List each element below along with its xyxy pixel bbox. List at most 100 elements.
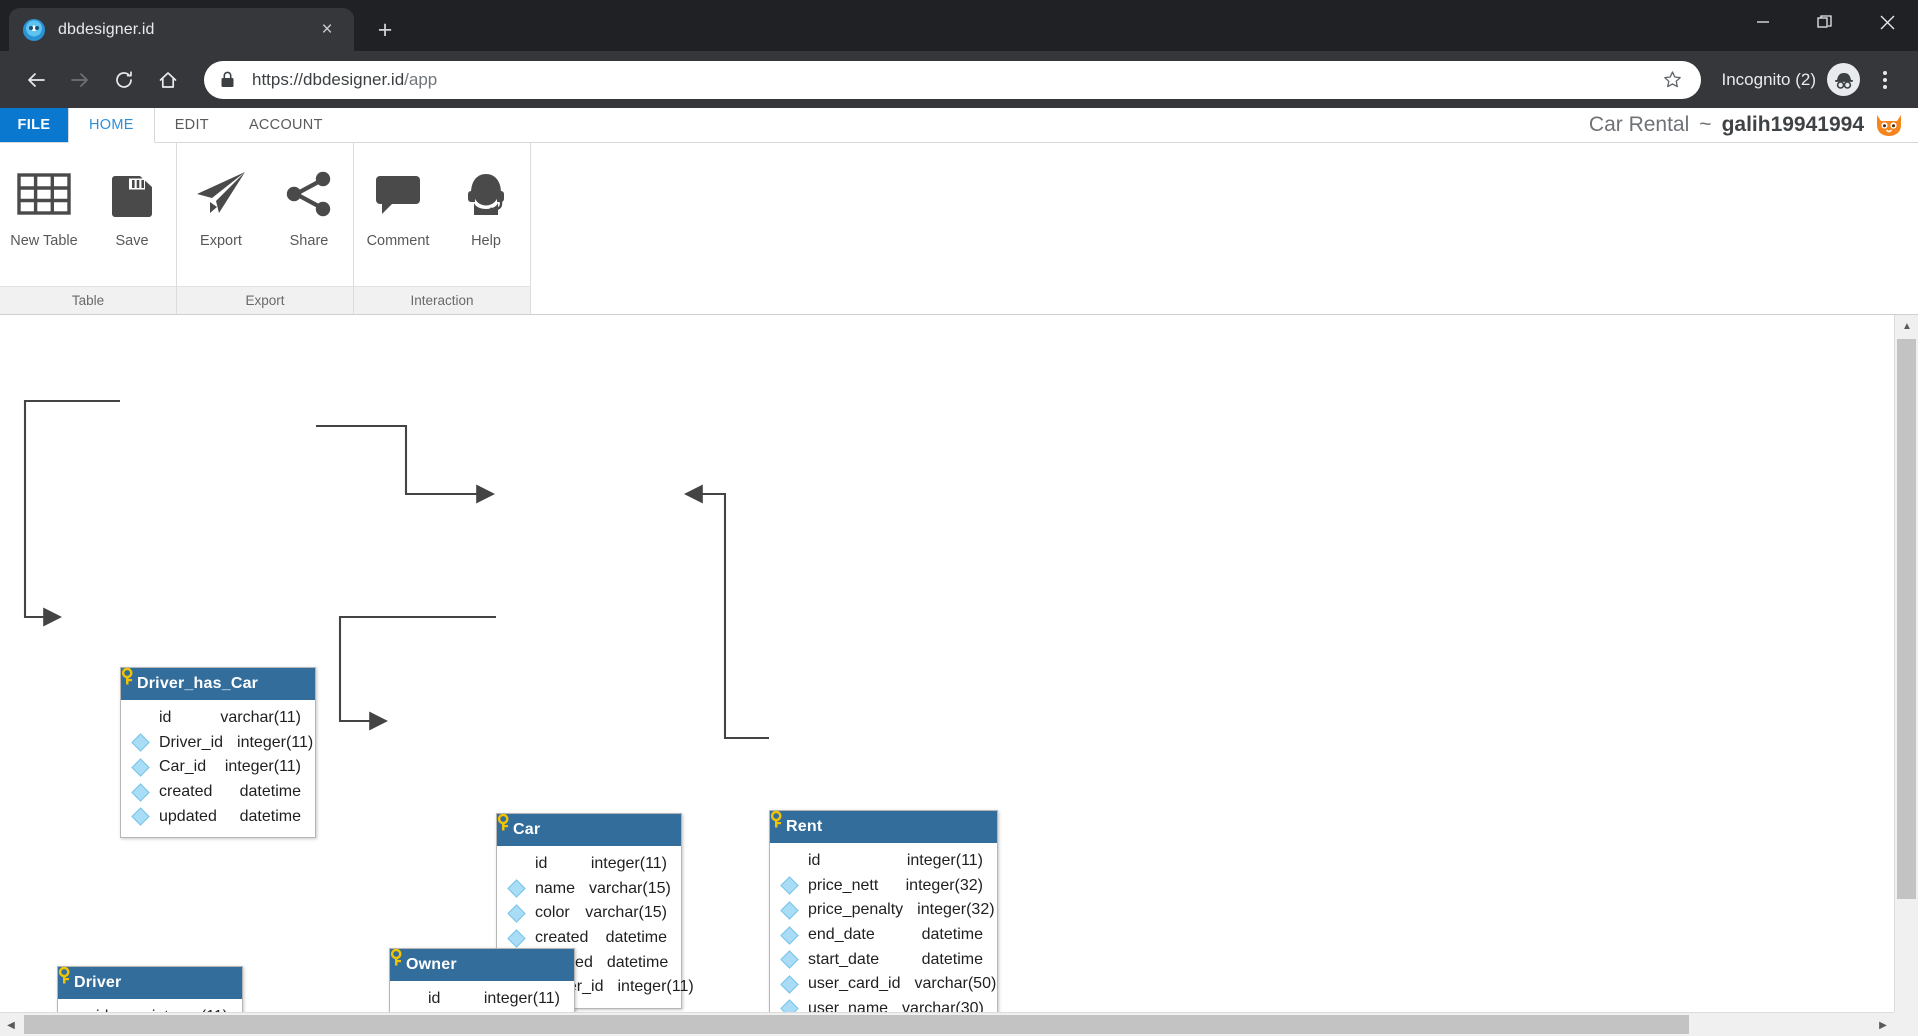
er-field-type: datetime bbox=[921, 950, 983, 968]
paper-plane-icon bbox=[192, 165, 250, 223]
browser-tab[interactable]: dbdesigner.id × bbox=[9, 8, 354, 51]
incognito-hat-icon[interactable] bbox=[1827, 63, 1860, 96]
close-window-icon[interactable] bbox=[1856, 0, 1918, 44]
ribbon-toolbar: New Table Save Table bbox=[0, 143, 1918, 315]
field-icon bbox=[780, 950, 799, 969]
minimize-window-icon[interactable] bbox=[1732, 0, 1794, 44]
forward-arrow-icon[interactable] bbox=[58, 58, 102, 102]
browser-menu-icon[interactable] bbox=[1866, 60, 1904, 100]
address-bar[interactable]: https://dbdesigner.id/app bbox=[204, 60, 1701, 99]
vertical-scroll-thumb[interactable] bbox=[1897, 339, 1916, 899]
document-title-bar: Car Rental ~ galih19941994 bbox=[1589, 108, 1918, 142]
ribbon-group-table: New Table Save Table bbox=[0, 143, 177, 314]
dbdesigner-app: FILE HOME EDIT ACCOUNT Car Rental ~ gali… bbox=[0, 108, 1918, 1036]
field-icon bbox=[131, 758, 150, 777]
share-label: Share bbox=[289, 233, 329, 249]
relation-driverhascar-driver bbox=[23, 399, 120, 627]
er-field-name: id bbox=[808, 852, 821, 870]
close-tab-icon[interactable]: × bbox=[321, 19, 333, 40]
comment-button[interactable]: Comment bbox=[354, 159, 442, 249]
secure-lock-icon bbox=[220, 71, 240, 88]
er-field-name: Driver_id bbox=[159, 733, 224, 751]
new-table-button[interactable]: New Table bbox=[0, 159, 88, 249]
field-icon bbox=[507, 904, 526, 923]
er-field-type: varchar(50) bbox=[914, 975, 997, 993]
comment-bubble-icon bbox=[370, 165, 426, 223]
er-field-name: price_penalty bbox=[808, 901, 904, 919]
er-field-type: datetime bbox=[606, 953, 669, 971]
home-icon[interactable] bbox=[146, 58, 190, 102]
help-button[interactable]: Help bbox=[442, 159, 530, 249]
menu-edit[interactable]: EDIT bbox=[174, 117, 209, 133]
field-icon bbox=[131, 733, 150, 753]
octocat-icon[interactable] bbox=[1874, 112, 1904, 138]
ribbon-group-interaction: Comment Help bbox=[354, 143, 531, 314]
field-icon bbox=[507, 879, 526, 899]
help-label: Help bbox=[471, 233, 501, 249]
back-arrow-icon[interactable] bbox=[14, 58, 58, 102]
vertical-scrollbar[interactable]: ▲ ▼ bbox=[1894, 315, 1918, 1036]
ribbon-group-export: Export Share Export bbox=[177, 143, 354, 314]
er-field-name: name bbox=[535, 879, 576, 897]
incognito-indicator[interactable]: Incognito (2) bbox=[1712, 63, 1867, 96]
export-button[interactable]: Export bbox=[177, 159, 265, 249]
share-nodes-icon bbox=[282, 165, 336, 223]
er-field-type: integer(11) bbox=[237, 733, 314, 751]
menu-home[interactable]: HOME bbox=[68, 108, 155, 143]
grid-table-icon bbox=[15, 165, 73, 223]
save-button[interactable]: Save bbox=[88, 159, 176, 249]
field-icon bbox=[780, 925, 799, 945]
new-tab-button[interactable]: + bbox=[377, 15, 393, 44]
title-separator: ~ bbox=[1699, 113, 1712, 136]
er-field-row[interactable]: Driver_id integer(11) bbox=[121, 731, 315, 756]
horizontal-scrollbar[interactable]: ◀ ▶ bbox=[0, 1012, 1894, 1036]
er-table-title: Owner bbox=[390, 949, 574, 981]
incognito-label: Incognito (2) bbox=[1721, 69, 1817, 89]
er-field-type: integer(11) bbox=[590, 855, 667, 873]
er-field-type: datetime bbox=[921, 926, 983, 944]
er-field-type: datetime bbox=[605, 929, 667, 947]
menu-account[interactable]: ACCOUNT bbox=[248, 117, 323, 133]
er-field-type: integer(32) bbox=[905, 876, 983, 894]
reload-icon[interactable] bbox=[102, 58, 146, 102]
er-field-type: integer(11) bbox=[617, 978, 694, 996]
horizontal-scroll-thumb[interactable] bbox=[24, 1015, 1689, 1034]
er-field-name: id bbox=[159, 709, 172, 727]
menu-file[interactable]: FILE bbox=[0, 108, 68, 142]
er-table-title: Rent bbox=[770, 811, 997, 843]
url-host: dbdesigner.id bbox=[303, 69, 405, 89]
er-field-name: id bbox=[428, 990, 441, 1008]
scroll-up-icon[interactable]: ▲ bbox=[1902, 320, 1912, 332]
scroll-left-icon[interactable]: ◀ bbox=[7, 1019, 15, 1031]
tab-strip: dbdesigner.id × + bbox=[0, 0, 403, 51]
headset-support-icon bbox=[459, 165, 513, 223]
scrollbar-corner bbox=[1894, 1012, 1918, 1036]
share-button[interactable]: Share bbox=[265, 159, 353, 249]
maximize-window-icon[interactable] bbox=[1794, 0, 1856, 44]
bookmark-star-icon[interactable] bbox=[1661, 70, 1685, 89]
scroll-right-icon[interactable]: ▶ bbox=[1879, 1019, 1887, 1031]
url-path: /app bbox=[404, 69, 438, 89]
app-menu-bar: FILE HOME EDIT ACCOUNT Car Rental ~ gali… bbox=[0, 108, 1918, 143]
